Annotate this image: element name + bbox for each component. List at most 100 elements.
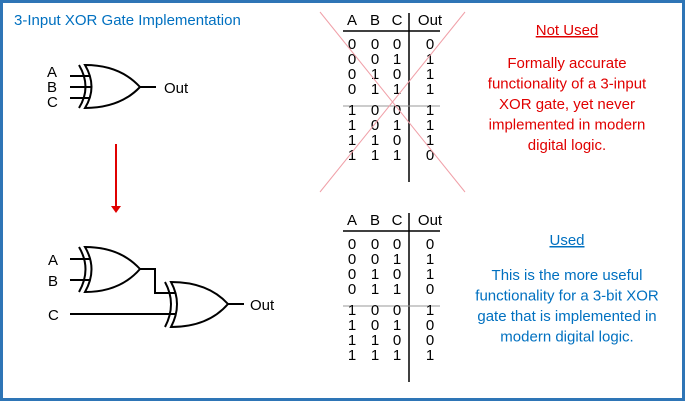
table-cell: 1	[393, 147, 401, 164]
table-cell: 0	[348, 251, 356, 268]
table-cell: 0	[426, 236, 434, 253]
note-line: functionality for a 3-bit XOR	[475, 288, 659, 305]
table-cell: 1	[426, 251, 434, 268]
table-cell: 0	[393, 302, 401, 319]
note-line: This is the more useful	[492, 267, 643, 284]
note-heading: Used	[549, 232, 584, 249]
table-cell: 0	[371, 102, 379, 119]
down-arrow-icon	[111, 144, 121, 213]
table-cell: 1	[348, 332, 356, 349]
note-line: Formally accurate	[507, 55, 626, 72]
table-cell: 0	[393, 66, 401, 83]
output-label: Out	[164, 80, 189, 97]
input-label-a: A	[47, 64, 57, 81]
table-cell: 0	[426, 317, 434, 334]
table-cell: 1	[393, 251, 401, 268]
table-cell: 0	[348, 236, 356, 253]
column-header: C	[392, 12, 403, 29]
column-header: Out	[418, 12, 443, 29]
column-header: Out	[418, 212, 443, 229]
table-cell: 1	[371, 132, 379, 149]
table-cell: 1	[371, 66, 379, 83]
input-label-a: A	[48, 252, 58, 269]
table-cell: 0	[348, 266, 356, 283]
table-cell: 1	[426, 132, 434, 149]
table-cell: 0	[348, 81, 356, 98]
table-cell: 0	[371, 36, 379, 53]
table-cell: 1	[348, 117, 356, 134]
table-cell: 1	[393, 317, 401, 334]
note-heading: Not Used	[536, 22, 599, 39]
input-label-b: B	[47, 79, 57, 96]
table-cell: 0	[393, 332, 401, 349]
table-cell: 0	[426, 281, 434, 298]
table-cell: 1	[426, 81, 434, 98]
table-cell: 0	[371, 117, 379, 134]
table-cell: 0	[393, 36, 401, 53]
table-cell: 0	[371, 302, 379, 319]
column-header: B	[370, 12, 380, 29]
table-cell: 1	[393, 281, 401, 298]
table-cell: 1	[371, 347, 379, 364]
output-label: Out	[250, 297, 275, 314]
column-header: B	[370, 212, 380, 229]
table-cell: 1	[426, 66, 434, 83]
table-cell: 0	[393, 132, 401, 149]
table-cell: 1	[348, 132, 356, 149]
table-cell: 1	[348, 317, 356, 334]
table-cell: 1	[348, 347, 356, 364]
table-cell: 0	[426, 147, 434, 164]
table-cell: 0	[426, 332, 434, 349]
table-cell: 0	[371, 251, 379, 268]
note-line: digital logic.	[528, 137, 606, 154]
column-header: A	[347, 212, 357, 229]
table-cell: 1	[371, 81, 379, 98]
table-cell: 1	[371, 332, 379, 349]
table-cell: 1	[371, 281, 379, 298]
note-line: gate that is implemented in	[477, 308, 656, 325]
note-line: implemented in modern	[489, 117, 646, 134]
table-cell: 1	[426, 51, 434, 68]
table-cell: 1	[426, 302, 434, 319]
table-cell: 1	[371, 147, 379, 164]
table-cell: 0	[348, 36, 356, 53]
table-cell: 0	[348, 51, 356, 68]
table-cell: 0	[371, 317, 379, 334]
column-header: C	[392, 212, 403, 229]
table-cell: 1	[426, 117, 434, 134]
input-label-c: C	[48, 307, 59, 324]
table-cell: 1	[426, 102, 434, 119]
input-label-b: B	[48, 273, 58, 290]
note-line: XOR gate, yet never	[499, 96, 635, 113]
table-cell: 1	[393, 117, 401, 134]
table-cell: 0	[371, 236, 379, 253]
table-cell: 1	[393, 347, 401, 364]
cross-out-mark	[319, 11, 466, 193]
table-cell: 1	[348, 302, 356, 319]
column-header: A	[347, 12, 357, 29]
table-cell: 0	[426, 36, 434, 53]
table-cell: 1	[426, 347, 434, 364]
table-cell: 0	[393, 102, 401, 119]
title: 3-Input XOR Gate Implementation	[14, 12, 241, 29]
table-cell: 1	[371, 266, 379, 283]
note-line: modern digital logic.	[500, 329, 633, 346]
